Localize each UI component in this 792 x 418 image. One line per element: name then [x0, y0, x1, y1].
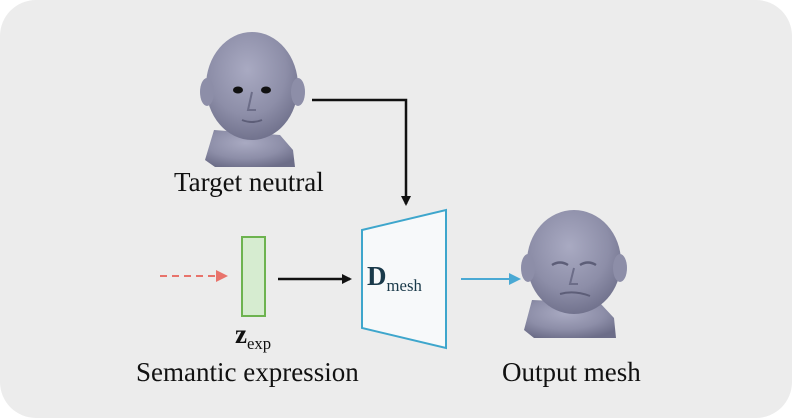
latent-code-box	[241, 236, 266, 317]
neutral-to-decoder-arrow	[312, 98, 411, 206]
decoder-block	[361, 208, 447, 350]
target-neutral-head-icon	[200, 32, 305, 167]
decoder-symbol: Dmesh	[367, 261, 422, 296]
latent-symbol: zexp	[235, 319, 271, 354]
latent-symbol-main: z	[235, 319, 247, 349]
output-mesh-label: Output mesh	[502, 357, 641, 387]
output-mesh-head-icon	[521, 210, 627, 338]
decoder-symbol-main: D	[367, 261, 387, 291]
latent-symbol-subscript: exp	[246, 333, 272, 353]
semantic-expression-label: Semantic expression	[136, 357, 359, 387]
target-neutral-label: Target neutral	[174, 167, 324, 197]
decoder-symbol-subscript: mesh	[386, 275, 422, 295]
